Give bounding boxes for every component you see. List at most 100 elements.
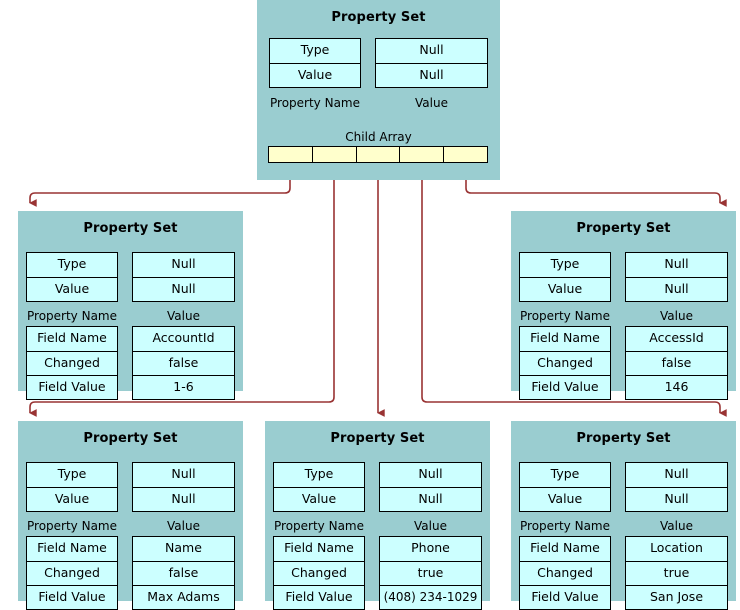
child-array-slot[interactable] xyxy=(355,147,400,162)
caption-value: Value xyxy=(167,519,200,533)
header-value-cell[interactable]: Null xyxy=(626,277,727,301)
header-value-column: Null Null xyxy=(375,38,488,88)
property-name-cell[interactable]: Changed xyxy=(27,351,117,375)
header-value-cell[interactable]: Null xyxy=(376,39,487,63)
property-value-cell[interactable]: AccessId xyxy=(626,327,727,351)
property-name-cell[interactable]: Field Value xyxy=(27,585,117,609)
property-value-column: Location true San Jose xyxy=(625,536,728,610)
header-name-cell[interactable]: Value xyxy=(270,63,360,87)
property-name-cell[interactable]: Changed xyxy=(520,561,610,585)
property-name-cell[interactable]: Field Value xyxy=(520,375,610,399)
header-value-cell[interactable]: Null xyxy=(133,277,234,301)
property-set-node-root[interactable]: Property Set Type Value Null Null Proper… xyxy=(257,0,500,180)
edge-root-to-access xyxy=(465,162,727,207)
property-value-cell[interactable]: 1-6 xyxy=(133,375,234,399)
caption-property-name: Property Name xyxy=(520,519,610,533)
property-set-node-location[interactable]: Property Set Type Value Null Null Proper… xyxy=(511,421,736,610)
child-array-slot[interactable] xyxy=(269,147,312,162)
property-value-cell[interactable]: AccountId xyxy=(133,327,234,351)
child-array[interactable] xyxy=(268,146,488,163)
child-array-slot[interactable] xyxy=(311,147,356,162)
property-name-column: Field Name Changed Field Value xyxy=(519,536,611,610)
property-set-node-account[interactable]: Property Set Type Value Null Null Proper… xyxy=(18,211,243,400)
property-value-cell[interactable]: false xyxy=(133,561,234,585)
header-name-column: Type Value xyxy=(269,38,361,88)
property-value-cell[interactable]: true xyxy=(380,561,481,585)
edge-root-to-name xyxy=(29,162,335,417)
header-value-column: Null Null xyxy=(132,462,235,512)
header-name-column: Type Value xyxy=(26,462,118,512)
property-value-cell[interactable]: false xyxy=(133,351,234,375)
header-value-cell[interactable]: Null xyxy=(626,487,727,511)
header-name-column: Type Value xyxy=(519,462,611,512)
property-value-column: Name false Max Adams xyxy=(132,536,235,610)
header-name-cell[interactable]: Type xyxy=(274,463,364,487)
header-value-cell[interactable]: Null xyxy=(376,63,487,87)
child-array-label: Child Array xyxy=(345,130,412,144)
panel-title: Property Set xyxy=(83,431,178,446)
caption-value: Value xyxy=(415,96,448,110)
header-name-cell[interactable]: Value xyxy=(27,277,117,301)
property-value-cell[interactable]: Max Adams xyxy=(133,585,234,609)
caption-value: Value xyxy=(414,519,447,533)
property-value-column: AccessId false 146 xyxy=(625,326,728,400)
property-name-cell[interactable]: Field Value xyxy=(520,585,610,609)
header-name-cell[interactable]: Value xyxy=(520,487,610,511)
caption-property-name: Property Name xyxy=(27,309,117,323)
property-value-cell[interactable]: false xyxy=(626,351,727,375)
property-name-column: Field Name Changed Field Value xyxy=(26,536,118,610)
property-name-cell[interactable]: Field Name xyxy=(274,537,364,561)
property-name-cell[interactable]: Field Value xyxy=(27,375,117,399)
property-name-cell[interactable]: Changed xyxy=(27,561,117,585)
property-name-cell[interactable]: Field Name xyxy=(520,327,610,351)
property-name-cell[interactable]: Changed xyxy=(520,351,610,375)
caption-property-name: Property Name xyxy=(520,309,610,323)
property-name-cell[interactable]: Changed xyxy=(274,561,364,585)
property-value-cell[interactable]: true xyxy=(626,561,727,585)
header-name-column: Type Value xyxy=(519,252,611,302)
property-name-cell[interactable]: Field Value xyxy=(274,585,364,609)
property-name-cell[interactable]: Field Name xyxy=(520,537,610,561)
property-set-node-access[interactable]: Property Set Type Value Null Null Proper… xyxy=(511,211,736,400)
header-name-cell[interactable]: Value xyxy=(520,277,610,301)
header-name-cell[interactable]: Value xyxy=(27,487,117,511)
panel-title: Property Set xyxy=(83,221,178,236)
header-name-column: Type Value xyxy=(26,252,118,302)
property-value-column: AccountId false 1-6 xyxy=(132,326,235,400)
property-value-cell[interactable]: (408) 234-1029 xyxy=(380,585,481,609)
header-value-cell[interactable]: Null xyxy=(626,253,727,277)
header-name-cell[interactable]: Value xyxy=(274,487,364,511)
panel-title: Property Set xyxy=(330,431,425,446)
property-set-node-name[interactable]: Property Set Type Value Null Null Proper… xyxy=(18,421,243,610)
header-name-cell[interactable]: Type xyxy=(520,463,610,487)
edge-root-to-location xyxy=(421,162,727,417)
header-name-cell[interactable]: Type xyxy=(270,39,360,63)
header-value-cell[interactable]: Null xyxy=(133,253,234,277)
property-value-cell[interactable]: Location xyxy=(626,537,727,561)
property-name-cell[interactable]: Field Name xyxy=(27,537,117,561)
header-value-cell[interactable]: Null xyxy=(380,463,481,487)
property-value-column: Phone true (408) 234-1029 xyxy=(379,536,482,610)
property-value-cell[interactable]: San Jose xyxy=(626,585,727,609)
header-name-cell[interactable]: Type xyxy=(27,253,117,277)
caption-property-name: Property Name xyxy=(274,519,364,533)
header-value-cell[interactable]: Null xyxy=(626,463,727,487)
header-value-column: Null Null xyxy=(625,462,728,512)
panel-title: Property Set xyxy=(331,10,426,25)
property-value-cell[interactable]: Name xyxy=(133,537,234,561)
caption-value: Value xyxy=(660,309,693,323)
property-name-cell[interactable]: Field Name xyxy=(27,327,117,351)
header-name-cell[interactable]: Type xyxy=(27,463,117,487)
child-array-slot[interactable] xyxy=(443,147,487,162)
header-value-cell[interactable]: Null xyxy=(133,487,234,511)
property-value-cell[interactable]: Phone xyxy=(380,537,481,561)
child-array-slot[interactable] xyxy=(399,147,444,162)
caption-property-name: Property Name xyxy=(270,96,360,110)
header-value-cell[interactable]: Null xyxy=(380,487,481,511)
header-name-cell[interactable]: Type xyxy=(520,253,610,277)
header-value-cell[interactable]: Null xyxy=(133,463,234,487)
property-set-node-phone[interactable]: Property Set Type Value Null Null Proper… xyxy=(265,421,490,610)
property-name-column: Field Name Changed Field Value xyxy=(519,326,611,400)
property-value-cell[interactable]: 146 xyxy=(626,375,727,399)
